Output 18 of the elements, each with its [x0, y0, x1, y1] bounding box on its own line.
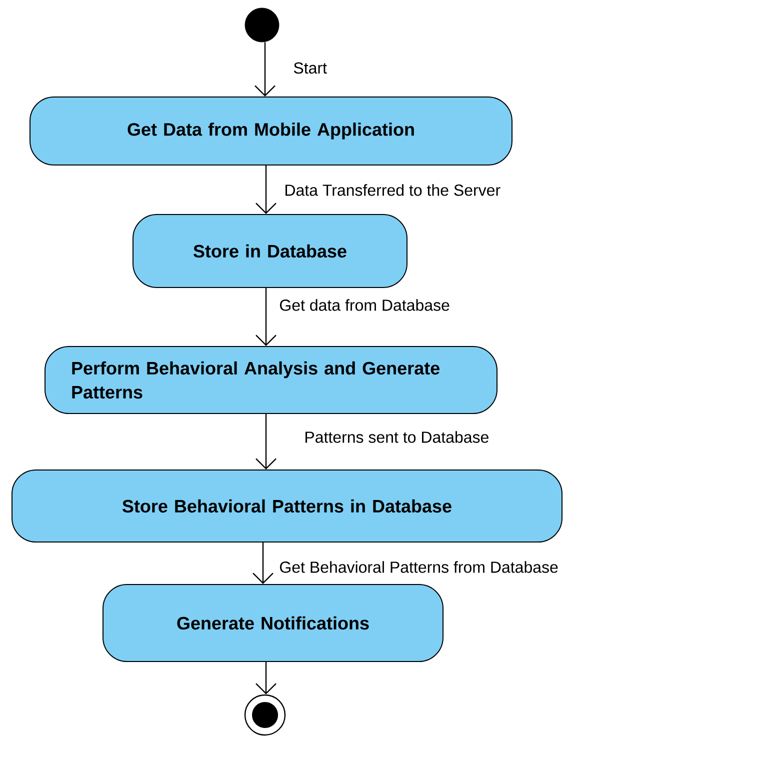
action-box: Store in Database	[132, 214, 408, 288]
arrow	[256, 662, 276, 694]
action-box: Get Data from Mobile Application	[30, 96, 512, 166]
end-node	[244, 694, 286, 736]
start-node	[244, 8, 280, 42]
edge-label: Get data from Database	[280, 299, 450, 311]
action-box: Generate Notifications	[102, 584, 444, 662]
arrow	[256, 414, 276, 470]
arrow	[256, 166, 276, 214]
edge-label: Data Transferred to the Server	[286, 184, 500, 196]
edge-label: Patterns sent to Database	[306, 431, 488, 443]
edge-label: Start	[294, 62, 327, 74]
arrow	[254, 42, 276, 96]
arrow	[256, 288, 276, 346]
edge-label: Get Behavioral Patterns from Database	[280, 561, 558, 573]
action-box: Perform Behavioral Analysis and Generate Patterns	[44, 346, 498, 414]
action-box: Store Behavioral Patterns in Database	[12, 470, 562, 542]
arrow	[252, 542, 274, 584]
